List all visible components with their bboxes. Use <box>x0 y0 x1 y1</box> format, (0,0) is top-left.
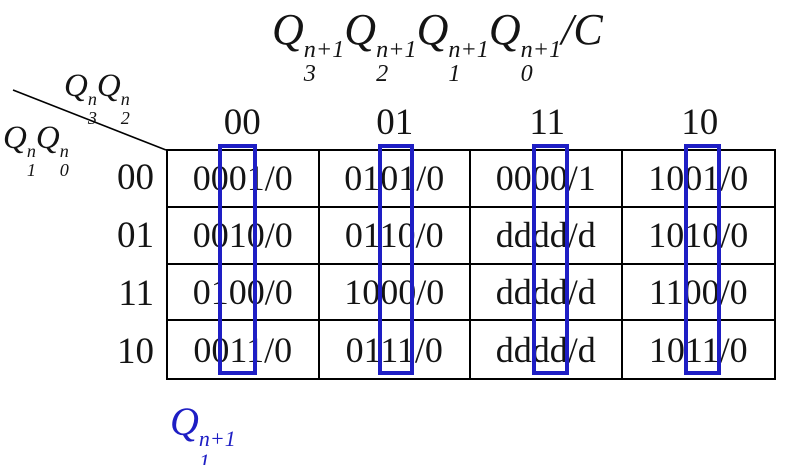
colvar-q2-sub: 2 <box>120 107 130 128</box>
row-header-10: 10 <box>117 330 154 372</box>
kmap-cell-r10-c01: 0111/0 <box>320 321 471 378</box>
rowvar-q1-sup: n <box>26 141 36 162</box>
kmap-table: 0001/0 0101/0 0000/1 1001/0 0010/0 0110/… <box>166 149 776 380</box>
column-headers: 00 01 11 10 <box>166 100 776 146</box>
col-header-11: 11 <box>529 102 566 143</box>
kmap-cell-r01-c10: 1010/0 <box>622 208 774 265</box>
row-headers: 00 01 11 10 <box>96 149 158 380</box>
kmap-cell-r11-c00: 0100/0 <box>168 264 320 322</box>
title-term-q0-sub: 0 <box>520 60 533 88</box>
kmap-cell-r11-c10: 1100/0 <box>622 265 774 322</box>
title-carry-suffix: /C <box>561 5 603 54</box>
q1-bit-highlight-rect-col00 <box>218 144 257 375</box>
title-term-q0-sup: n+1 <box>520 35 562 63</box>
title-term-q3-sub: 3 <box>303 60 316 88</box>
title-term-q1-sup: n+1 <box>448 35 489 63</box>
colvar-q3-sup: n <box>87 89 97 110</box>
title-term-q0-base: Q <box>488 5 521 54</box>
rowvar-q1-base: Q <box>3 120 27 156</box>
kmap-cell-r10-c11: dddd/d <box>471 321 623 378</box>
rowvar-q0-sup: n <box>59 141 69 162</box>
kmap-cell-r00-c01: 0101/0 <box>319 151 471 208</box>
rowvar-q0-base: Q <box>35 120 60 156</box>
q1-bit-highlight-rect-col10 <box>684 144 721 375</box>
output-term-base: Q <box>170 399 199 444</box>
col-header-00: 00 <box>223 102 261 143</box>
kmap-cell-r11-c11: dddd/d <box>471 264 623 322</box>
rowvar-q0-sub: 0 <box>59 159 69 180</box>
colvar-q3-base: Q <box>64 68 88 104</box>
kmap-cell-r01-c00: 0010/0 <box>168 207 320 265</box>
output-term-sup: n+1 <box>198 426 236 452</box>
row-header-00: 00 <box>117 157 154 199</box>
kmap-cell-r11-c01: 1000/0 <box>319 264 471 322</box>
kmap-cell-r00-c10: 1001/0 <box>622 151 774 208</box>
kmap-cell-r00-c00: 0001/0 <box>168 151 320 208</box>
col-header-10: 10 <box>681 102 719 143</box>
colvar-q2-base: Q <box>96 68 121 104</box>
col-header-01: 01 <box>376 102 414 143</box>
title-term-q2-base: Q <box>344 5 377 54</box>
title-term-q2-sup: n+1 <box>376 35 417 63</box>
kmap-cell-r01-c11: dddd/d <box>471 207 623 265</box>
title-term-q3-sup: n+1 <box>303 35 345 63</box>
kmap-cell-r10-c00: 0011/0 <box>168 321 320 378</box>
row-header-01: 01 <box>117 215 154 257</box>
q1-bit-highlight-rect-col11 <box>532 144 569 375</box>
rowvar-q1-sub: 1 <box>26 159 36 180</box>
kmap-cell-r01-c01: 0110/0 <box>319 207 471 265</box>
kmap-cell-r00-c11: 0000/1 <box>471 151 623 208</box>
row-header-11: 11 <box>118 272 154 314</box>
colvar-q3-sub: 3 <box>87 107 97 128</box>
title-term-q1-sub: 1 <box>448 60 461 88</box>
title-term-q1-base: Q <box>416 5 449 54</box>
colvar-q2-sup: n <box>120 89 130 110</box>
q1-bit-highlight-rect-col01 <box>378 144 414 375</box>
output-term-sub: 1 <box>198 448 210 465</box>
title-term-q2-sub: 2 <box>376 60 389 88</box>
kmap-cell-r10-c10: 1011/0 <box>648 329 748 370</box>
title-term-q3-base: Q <box>272 5 304 54</box>
